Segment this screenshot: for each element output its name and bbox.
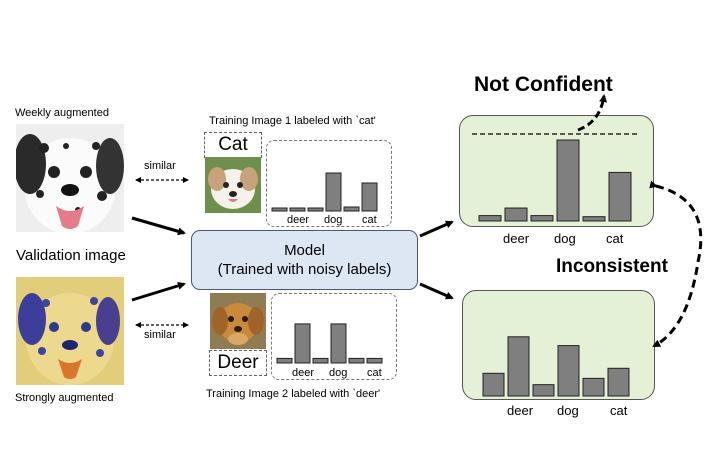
training-1-xlabel-dog: dog <box>324 214 343 226</box>
training-2-bar-4 <box>348 357 365 364</box>
arrow-strong-to-model <box>131 281 186 302</box>
weak-augmented-dog-image <box>16 124 124 232</box>
training-image-1-caption: Training Image 1 labeled with `cat' <box>209 115 376 127</box>
not-confident-arrow <box>577 94 608 132</box>
training-1-xlabel-cat: cat <box>362 214 377 226</box>
training-2-bar-0 <box>276 357 293 364</box>
arrow-model-to-top-panel <box>419 220 454 238</box>
inconsistent-label: Inconsistent <box>556 256 668 277</box>
training-2-bar-1 <box>294 323 311 364</box>
model-subtitle: (Trained with noisy labels) <box>217 261 392 278</box>
top-output-bar-2 <box>530 215 554 222</box>
training-2-bar-2 <box>312 357 329 364</box>
bottom-xlabel-cat: cat <box>610 403 628 418</box>
top-xlabel-dog: dog <box>554 231 576 246</box>
strong-augmented-dog-image <box>16 277 124 385</box>
top-output-bar-4 <box>582 216 606 222</box>
training-2-xlabel-cat: cat <box>367 367 382 379</box>
top-output-bar-5 <box>608 171 632 222</box>
arrow-model-to-bottom-panel <box>419 282 454 300</box>
training-1-bar-1 <box>289 207 306 212</box>
top-output-bar-1 <box>504 207 528 222</box>
bottom-output-bar-1 <box>507 336 530 397</box>
training-image-2-caption: Training Image 2 labeled with `deer' <box>206 388 381 400</box>
training-2-xlabel-dog: dog <box>329 367 348 379</box>
bottom-output-bar-3 <box>557 345 580 397</box>
training-1-label-cat: Cat <box>204 132 262 158</box>
training-1-bar-5 <box>361 182 378 212</box>
not-confident-label: Not Confident <box>474 73 613 96</box>
training-1-dog-image <box>205 157 261 213</box>
training-2-xlabel-deer: deer <box>292 367 315 379</box>
weak-augmented-label: Weekly augmented <box>15 107 109 119</box>
top-output-bar-0 <box>478 215 502 222</box>
bottom-xlabel-dog: dog <box>557 403 579 418</box>
training-2-label-deer: Deer <box>209 350 267 376</box>
training-1-xlabel-deer: deer <box>287 214 310 226</box>
model-title: Model <box>284 242 325 259</box>
bottom-output-bar-2 <box>532 384 555 397</box>
bottom-output-bar-0 <box>482 372 505 397</box>
bottom-output-bar-4 <box>582 377 605 397</box>
training-1-bar-0 <box>271 207 288 212</box>
top-xlabel-cat: cat <box>606 231 624 246</box>
similar-label-bottom: similar <box>144 329 176 341</box>
model-box: Model (Trained with noisy labels) <box>191 230 418 290</box>
training-2-puppy-image <box>210 293 266 349</box>
bottom-output-bar-5 <box>607 367 630 397</box>
training-1-bar-2 <box>307 207 324 212</box>
similar-label-top: similar <box>144 160 176 172</box>
training-2-bar-5 <box>366 357 383 364</box>
validation-image-label: Validation image <box>16 247 126 264</box>
training-2-bar-3 <box>330 323 347 364</box>
top-output-bar-3 <box>556 139 580 222</box>
arrow-weak-to-model <box>131 216 186 236</box>
bottom-xlabel-deer: deer <box>507 403 534 418</box>
top-xlabel-deer: deer <box>503 231 530 246</box>
training-1-bar-4 <box>343 206 360 212</box>
inconsistent-arrow <box>649 180 703 348</box>
training-1-bar-3 <box>325 172 342 212</box>
strong-augmented-label: Strongly augmented <box>15 392 114 404</box>
